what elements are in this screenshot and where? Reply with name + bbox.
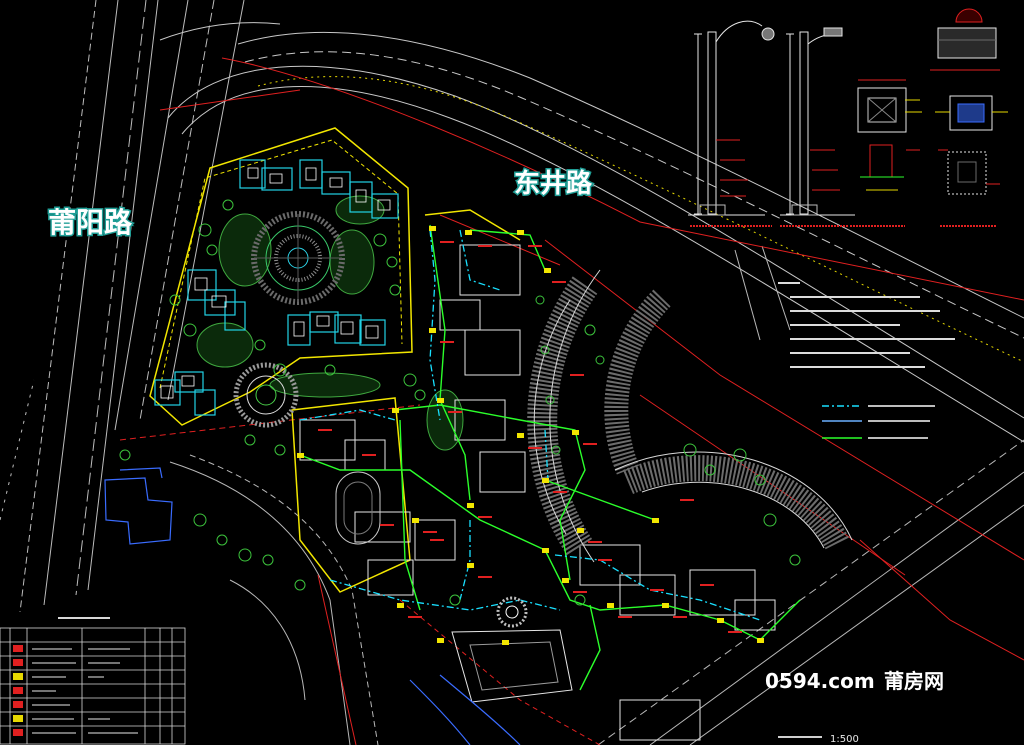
camera-pole-detail-2: [780, 27, 855, 227]
junction-box: [562, 578, 569, 583]
junction-box: [717, 618, 724, 623]
junction-box: [297, 453, 304, 458]
junction-box: [757, 638, 764, 643]
junction-box: [467, 503, 474, 508]
secondary-road-lines: [169, 245, 1024, 745]
tree-symbol: [373, 233, 387, 247]
tree-symbol: [198, 223, 212, 237]
tree-symbol: [551, 445, 561, 455]
tree-symbol: [535, 295, 545, 305]
dome-camera-icon: [761, 27, 775, 41]
tree-symbol: [754, 474, 766, 486]
tree-symbol: [574, 594, 586, 606]
tree-symbol: [262, 554, 274, 566]
tree-symbol: [274, 444, 286, 456]
junction-box: [502, 640, 509, 645]
junction-box: [517, 230, 524, 235]
green-cable-routes: [299, 224, 801, 691]
tree-symbol: [683, 443, 697, 457]
tree-symbol: [414, 389, 426, 401]
tree-symbol: [222, 199, 234, 211]
lower-compound-outline: [291, 397, 411, 593]
junction-box: [572, 430, 579, 435]
tree-symbol: [244, 434, 256, 446]
oval-clubhouse: [335, 471, 381, 545]
upper-block-buildings: [154, 159, 399, 416]
tree-symbol: [449, 594, 461, 606]
junction-box: [542, 478, 549, 483]
west-road-label: 莆阳路: [48, 206, 133, 239]
tree-symbol: [216, 534, 228, 546]
manhole-detail: [930, 8, 1008, 227]
equipment-table: [0, 617, 186, 745]
cyan-cable-routes: [299, 229, 761, 621]
tree-symbol: [733, 448, 747, 462]
tree-symbol: [119, 449, 131, 461]
tree-symbol: [193, 513, 207, 527]
tree-symbol: [540, 345, 550, 355]
junction-box: [397, 603, 404, 608]
fountain: [496, 596, 528, 628]
tree-symbols: [119, 199, 801, 606]
tree-symbol: [584, 324, 596, 336]
tree-symbol: [183, 323, 197, 337]
tree-symbol: [704, 464, 716, 476]
junction-box: [577, 528, 584, 533]
tree-symbol: [403, 373, 417, 387]
tree-symbol: [294, 579, 306, 591]
junction-box: [412, 518, 419, 523]
tree-symbol: [238, 548, 252, 562]
north-road-label: 东井路: [514, 168, 593, 199]
tree-symbol: [763, 513, 777, 527]
equipment-markers: [318, 241, 742, 633]
compound-boundary: [149, 127, 521, 593]
watermark-site: 0594.com: [765, 669, 875, 693]
lower-left-buildings: [104, 467, 521, 745]
puyang-road-lines: [0, 0, 245, 613]
central-plaza: [251, 211, 345, 305]
watermark-brand: 莆房网: [884, 669, 944, 693]
tree-symbol: [254, 339, 266, 351]
junction-box: [465, 230, 472, 235]
tree-symbol: [206, 244, 218, 256]
junction-box: [429, 328, 436, 333]
junction-box: [542, 548, 549, 553]
junction-box: [437, 398, 444, 403]
tree-symbol: [595, 355, 605, 365]
pavilion-building: [451, 629, 573, 703]
junction-box: [429, 226, 436, 231]
junction-box: [607, 603, 614, 608]
camera-pole-detail-1: [688, 20, 775, 227]
tree-symbol: [273, 363, 287, 377]
drawing-scale: 1:500: [830, 734, 859, 745]
junction-box: [467, 563, 474, 568]
upper-block-building-cores: [160, 167, 391, 399]
junction-box: [544, 268, 551, 273]
design-notes: [778, 282, 955, 368]
dongjing-road-lines: [159, 22, 1024, 443]
junction-box: [652, 518, 659, 523]
foundation-detail: [850, 79, 922, 227]
tree-symbol: [169, 294, 181, 306]
junction-box: [517, 433, 524, 438]
tree-symbol: [789, 554, 801, 566]
junction-boxes: [297, 226, 764, 645]
tree-symbol: [389, 284, 401, 296]
junction-box: [437, 638, 444, 643]
line-legend: [822, 405, 935, 439]
tree-symbol: [386, 256, 398, 268]
bullet-camera-icon: [823, 27, 843, 37]
tree-symbol: [545, 395, 555, 405]
junction-box: [662, 603, 669, 608]
upper-compound-outline: [149, 127, 413, 426]
junction-box: [392, 408, 399, 413]
tree-symbol: [324, 364, 336, 376]
entrance-plaza: [233, 362, 299, 428]
